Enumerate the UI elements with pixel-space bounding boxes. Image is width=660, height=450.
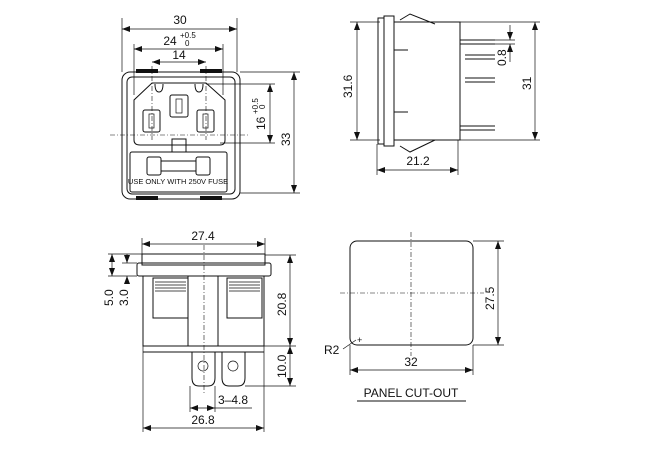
side-flange-front — [377, 17, 385, 145]
radius-center-mark: + — [357, 335, 362, 345]
dim-0-8-label: 0.8 — [495, 49, 509, 66]
dim-20-8-label: 20.8 — [275, 292, 289, 316]
front-body-inner — [126, 76, 236, 195]
snap-latches — [399, 13, 436, 153]
live-pin-slot — [142, 109, 161, 133]
dim-16-tol-lower: 0 — [258, 104, 267, 109]
neutral-pin — [202, 113, 209, 129]
live-pin — [148, 113, 155, 129]
dim-16-tol-upper: +0.5 — [251, 98, 260, 114]
latch-ribs — [155, 281, 260, 292]
earth-pin-slot — [169, 94, 189, 118]
fuse-cap-right — [195, 156, 211, 176]
bottom-view: 27.4 5.0 3.0 20.8 10.0 3–4.8 26.8 — [102, 229, 296, 432]
bottom-body — [142, 275, 265, 347]
side-body — [393, 21, 461, 141]
body-details — [143, 276, 264, 353]
dim-27-4-label: 27.4 — [191, 229, 215, 243]
tab-top-left — [136, 69, 158, 73]
tab-top-right — [200, 69, 222, 73]
dim-3-4-8-label: 3–4.8 — [218, 393, 248, 407]
tab-bottom-left — [136, 196, 158, 200]
fuse-cap-left — [146, 156, 162, 176]
terminal-hole — [197, 360, 209, 372]
dim-31-6-label: 31.6 — [341, 74, 355, 98]
tab-bottom-right — [200, 196, 222, 200]
dim-r2-label: R2 — [324, 343, 340, 357]
neutral-pin-slot — [196, 109, 215, 133]
side-view: 31.6 31 0.8 21.2 — [341, 13, 540, 175]
leader-line — [342, 339, 357, 350]
terminal-hole — [227, 360, 239, 372]
dim-26-8-label: 26.8 — [191, 413, 215, 427]
earth-pin — [175, 98, 183, 114]
dim-27-5-label: 27.5 — [483, 286, 497, 310]
fuse-drawer — [129, 151, 228, 193]
dim-33-label: 33 — [279, 132, 293, 146]
dim-24-label: 24 — [163, 34, 177, 48]
dim-31-label: 31 — [520, 76, 534, 90]
bottom-flange-top — [141, 253, 266, 266]
dim-10-0-label: 10.0 — [275, 354, 289, 378]
dim-14-label: 14 — [172, 48, 186, 62]
latch-right — [226, 277, 263, 319]
dim-16-label: 16 — [254, 116, 268, 130]
front-body-outline — [121, 71, 241, 200]
dim-32-label: 32 — [404, 355, 418, 369]
panel-cutout-title: PANEL CUT-OUT — [364, 386, 459, 400]
terminal-pins — [460, 39, 495, 131]
side-flange — [383, 15, 395, 147]
fuse-label: USE ONLY WITH 250V FUSE — [128, 177, 228, 186]
latch-left — [152, 277, 189, 319]
dim-24-tol-upper: +0.5 — [180, 31, 196, 40]
socket-notches — [154, 83, 204, 93]
dim-5-0-label: 5.0 — [102, 289, 116, 306]
terminal-left — [191, 352, 216, 387]
dim-3-0-label: 3.0 — [117, 289, 131, 306]
dim-24-tol-lower: 0 — [185, 39, 190, 48]
side-detail — [394, 49, 408, 113]
iec-socket-outline — [133, 82, 226, 146]
front-view: USE ONLY WITH 250V FUSE 30 24 +0.5 0 14 … — [110, 13, 300, 200]
fuse-body — [160, 160, 197, 172]
panel-cutout: + R2 27.5 32 PANEL CUT-OUT — [324, 232, 504, 402]
dim-30-label: 30 — [173, 13, 187, 27]
terminal-right — [221, 352, 246, 387]
dim-21-2-label: 21.2 — [406, 154, 430, 168]
